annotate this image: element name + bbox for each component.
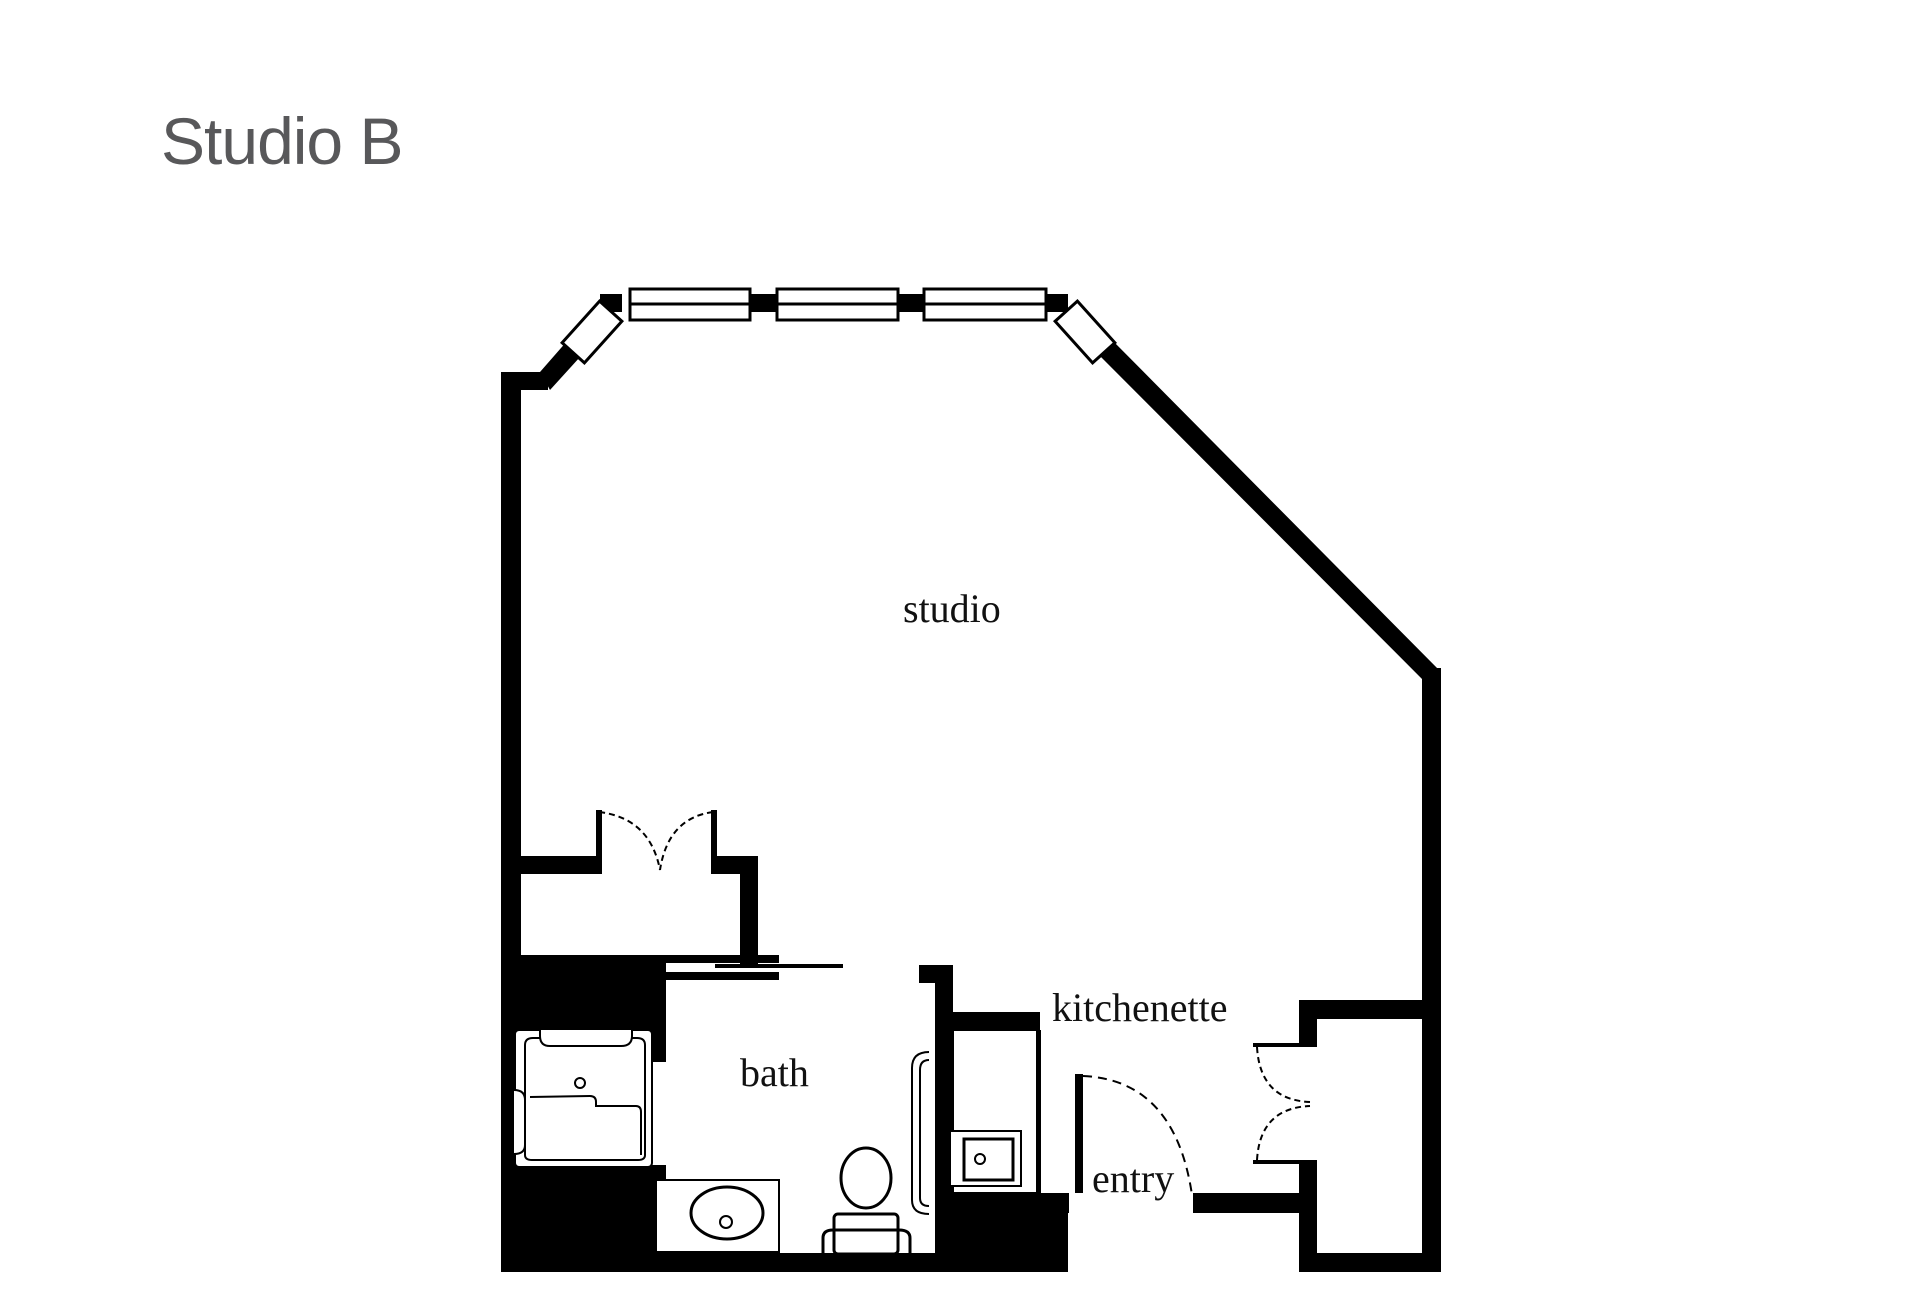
bathtub bbox=[513, 1029, 653, 1168]
grab-bar bbox=[911, 1051, 930, 1215]
bath-sink bbox=[655, 1179, 780, 1253]
room-label-bath: bath bbox=[740, 1050, 809, 1095]
room-label-studio: studio bbox=[903, 586, 1001, 631]
toilet bbox=[821, 1146, 912, 1256]
page-title: Studio B bbox=[161, 104, 403, 178]
room-label-entry: entry bbox=[1092, 1156, 1174, 1201]
entry-door bbox=[1075, 1074, 1317, 1213]
left-closet bbox=[521, 810, 758, 968]
right-closet bbox=[1253, 1000, 1423, 1272]
bath-walls bbox=[501, 955, 1069, 1272]
bay-windows bbox=[559, 287, 1118, 365]
room-label-kitchenette: kitchenette bbox=[1052, 985, 1227, 1030]
kitchen-sink bbox=[949, 1029, 1038, 1194]
